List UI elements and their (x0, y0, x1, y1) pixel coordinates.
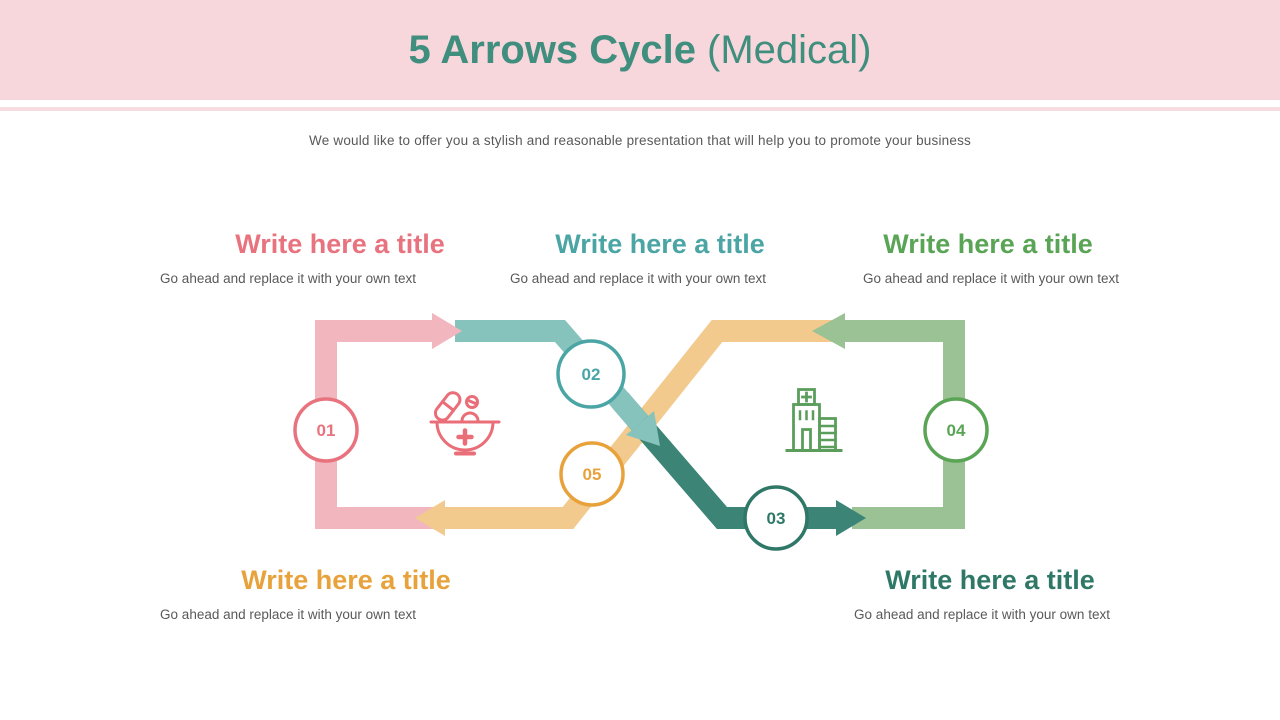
step-05-title: Write here a title (241, 565, 451, 595)
slide-subtitle: We would like to offer you a stylish and… (309, 133, 971, 148)
circle-04 (923, 397, 989, 463)
header-band: 5 Arrows Cycle (Medical) (0, 0, 1280, 100)
slide-title: 5 Arrows Cycle (Medical) (408, 28, 871, 73)
step-02-title: Write here a title (555, 229, 765, 259)
circle-05-number: 05 (583, 465, 602, 484)
circle-02-number: 02 (582, 365, 601, 384)
step-04-body: Go ahead and replace it with your own te… (863, 271, 1119, 286)
circle-04-number: 04 (947, 421, 966, 440)
step-01-title: Write here a title (235, 229, 445, 259)
hospital-icon (785, 388, 843, 452)
step-03-title: Write here a title (885, 565, 1095, 595)
circle-01-number: 01 (317, 421, 336, 440)
circle-05 (559, 441, 625, 507)
step-circles: 01 02 03 04 05 (293, 339, 989, 551)
step-04-title: Write here a title (883, 229, 1093, 259)
step-03-body: Go ahead and replace it with your own te… (854, 607, 1110, 622)
slide-title-suffix: (Medical) (707, 27, 872, 72)
arrow-04-green-head (812, 313, 845, 349)
arrow-02-teal-head (626, 411, 660, 446)
circle-02 (556, 339, 626, 409)
slide-title-main: 5 Arrows Cycle (408, 27, 697, 72)
header-accent-strip (0, 107, 1280, 111)
arrow-01-pink-head-overlay (432, 313, 462, 349)
step-01-body: Go ahead and replace it with your own te… (160, 271, 416, 286)
step-02-body: Go ahead and replace it with your own te… (510, 271, 766, 286)
step-05-body: Go ahead and replace it with your own te… (160, 607, 416, 622)
arrow-03-darkteal-head (836, 500, 866, 536)
circle-03 (743, 485, 809, 551)
circle-01 (293, 397, 359, 463)
arrow-05-orange-head (415, 500, 445, 536)
pharmacy-mortar-icon (429, 391, 501, 456)
circle-03-number: 03 (767, 509, 786, 528)
